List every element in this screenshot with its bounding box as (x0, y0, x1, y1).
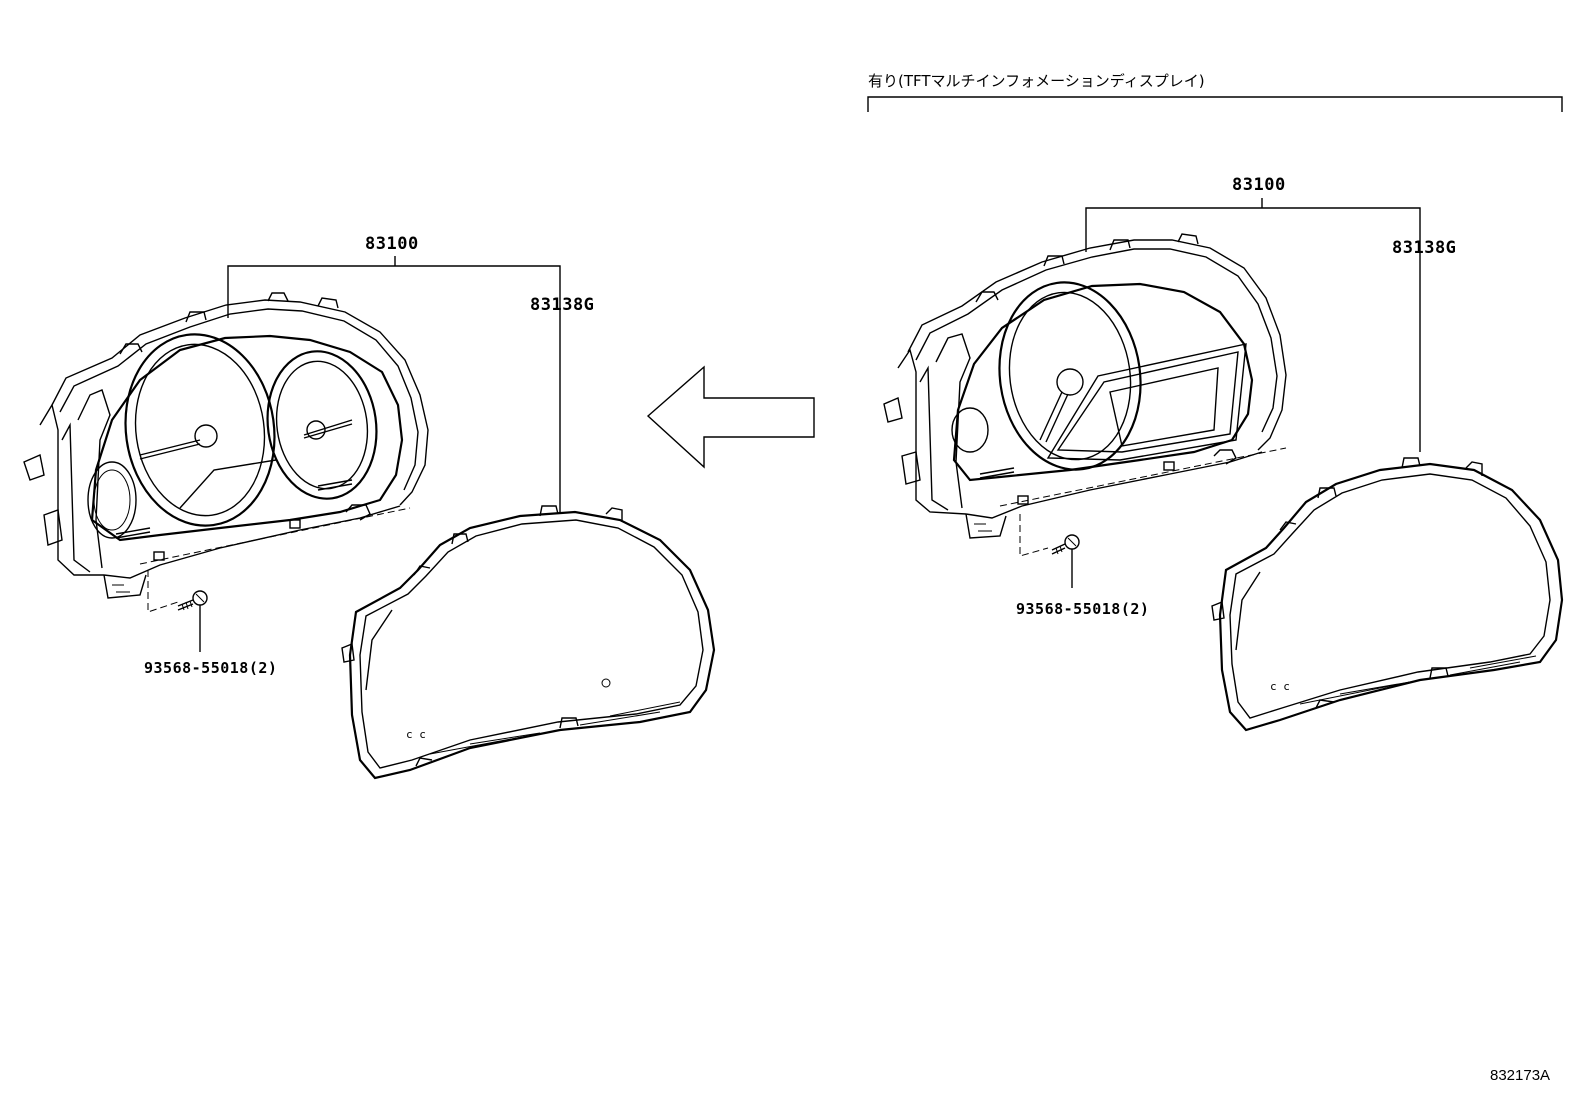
diagram-code: 832173A (1490, 1067, 1550, 1084)
left-screw-part-number: 93568-55018(2) (144, 659, 277, 677)
right-screw (1051, 534, 1080, 555)
left-cover-part-number: 83138G (530, 295, 594, 315)
left-assembly: 83100 83138G 93568-55018(2) (23, 234, 716, 780)
left-cover-mark: c c (406, 728, 426, 741)
right-screw-part-number: 93568-55018(2) (1016, 600, 1149, 618)
right-cover-part-number: 83138G (1392, 238, 1456, 258)
left-leader-lines (199, 256, 561, 652)
right-meter-part-number: 83100 (1232, 175, 1286, 195)
right-combination-meter (883, 233, 1287, 557)
right-cover-mark: c c (1270, 680, 1290, 693)
left-screw (177, 590, 208, 611)
right-assembly: 83100 83138G 93568-55018(2) (883, 175, 1564, 732)
left-combination-meter (23, 292, 429, 613)
left-meter-part-number: 83100 (365, 234, 419, 254)
direction-arrow (646, 365, 815, 469)
condition-bracket: 有り(TFTマルチインフォメーションディスプレイ) (867, 72, 1563, 112)
condition-label: 有り(TFTマルチインフォメーションディスプレイ) (868, 72, 1205, 90)
right-meter-cover: c c (1211, 457, 1564, 732)
right-leader-lines (1071, 198, 1421, 588)
left-meter-cover: c c (341, 505, 716, 780)
